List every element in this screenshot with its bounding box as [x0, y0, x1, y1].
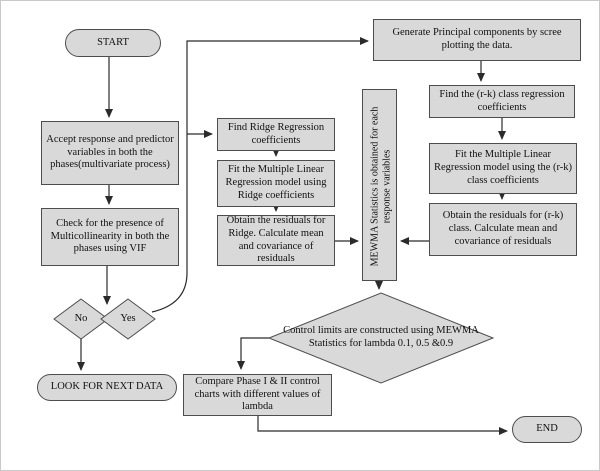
control-limits-diamond-shape [267, 292, 495, 384]
end-node: END [512, 416, 582, 443]
fit-ridge-label: Fit the Multiple Linear Regression model… [225, 164, 327, 201]
decision-yes-label: Yes [120, 312, 136, 324]
mewma-statistics-label: MEWMA Statistics is obtained for each re… [369, 106, 392, 266]
end-label: END [536, 423, 558, 435]
accept-variables-label: Accept response and predictor variables … [46, 133, 174, 171]
arrow-yes-to-generate [151, 37, 369, 313]
start-node: START [65, 29, 161, 57]
arrow-control-to-compare [237, 337, 269, 370]
decision-yes-node: Yes [112, 311, 144, 327]
control-limits-node: Control limits are constructed using MEW… [283, 313, 479, 363]
look-next-data-node: LOOK FOR NEXT DATA [37, 374, 177, 401]
start-label: START [97, 36, 129, 48]
residuals-ridge-label: Obtain the residuals for Ridge. Calculat… [226, 214, 326, 265]
residuals-rk-class-node: Obtain the residuals for (r-k) class. Ca… [429, 203, 577, 256]
fit-ridge-node: Fit the Multiple Linear Regression model… [217, 160, 335, 207]
control-limits-label: Control limits are constructed using MEW… [283, 325, 479, 349]
fit-rk-class-node: Fit the Multiple Linear Regression model… [429, 143, 577, 194]
check-multicollinearity-label: Check for the presence of Multicollinear… [50, 217, 170, 255]
compare-phases-node: Compare Phase I & II control charts with… [183, 374, 332, 416]
look-next-data-label: LOOK FOR NEXT DATA [50, 381, 164, 393]
arrow-compare-to-end [257, 416, 508, 435]
check-multicollinearity-node: Check for the presence of Multicollinear… [41, 208, 179, 266]
decision-no-node: No [65, 311, 97, 327]
decision-yes-shape [100, 298, 156, 340]
generate-principal-components-label: Generate Principal components by scree p… [392, 27, 562, 51]
find-rk-class-node: Find the (r-k) class regression coeffici… [429, 85, 575, 118]
find-ridge-label: Find Ridge Regression coefficients [227, 121, 325, 146]
decision-no-label: No [74, 312, 88, 324]
residuals-rk-class-label: Obtain the residuals for (r-k) class. Ca… [442, 210, 564, 247]
accept-variables-node: Accept response and predictor variables … [41, 121, 179, 185]
residuals-ridge-node: Obtain the residuals for Ridge. Calculat… [217, 215, 335, 266]
generate-principal-components-node: Generate Principal components by scree p… [373, 19, 581, 61]
compare-phases-label: Compare Phase I & II control charts with… [194, 375, 321, 413]
find-rk-class-label: Find the (r-k) class regression coeffici… [439, 88, 565, 113]
fit-rk-class-label: Fit the Multiple Linear Regression model… [434, 149, 573, 186]
find-ridge-node: Find Ridge Regression coefficients [217, 118, 335, 151]
mewma-statistics-node: MEWMA Statistics is obtained for each re… [362, 89, 397, 281]
